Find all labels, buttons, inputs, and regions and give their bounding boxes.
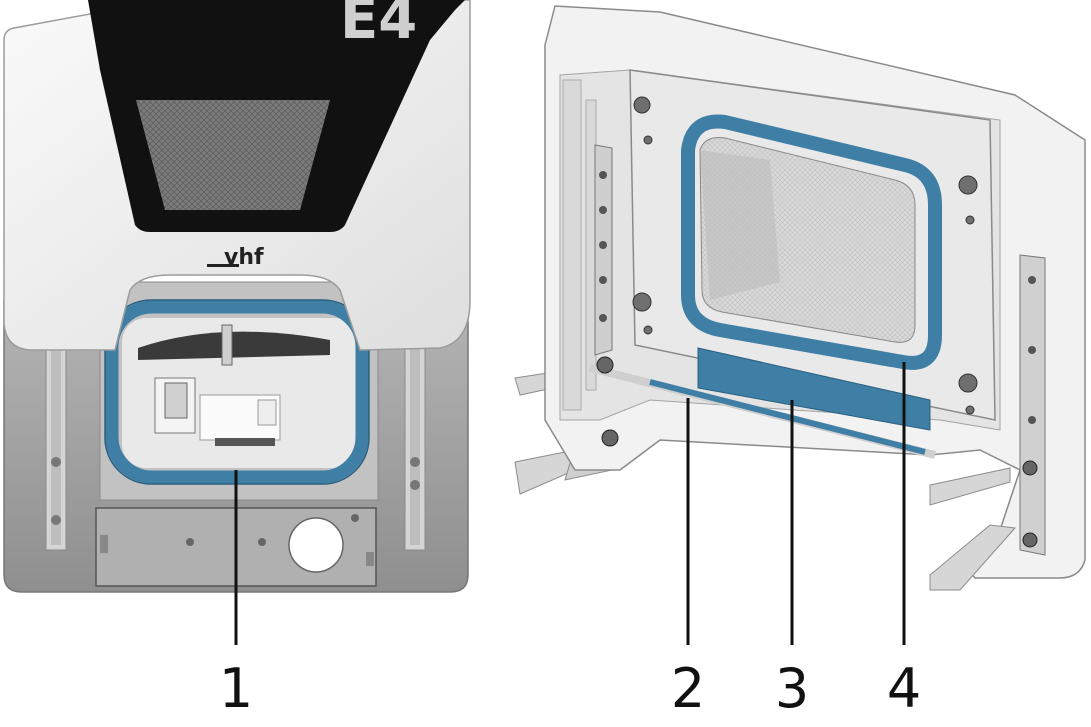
brand-logo: vhf (207, 245, 264, 270)
door-rear-view (514, 5, 1086, 591)
machine-interior (122, 318, 358, 468)
left-ribs (562, 79, 597, 411)
cable-port (288, 517, 344, 573)
right-hinge-arm (929, 467, 1011, 506)
callout-label-3: 3 (775, 657, 809, 720)
plate-bolts (632, 96, 978, 415)
left-side-rail (45, 339, 67, 551)
right-side-rail (404, 339, 426, 551)
callout-label-1: 1 (219, 657, 253, 720)
svg-text:vhf: vhf (224, 245, 264, 270)
seal-strip (697, 347, 931, 431)
model-label: E4 (340, 0, 417, 52)
callout-label-4: 4 (887, 657, 921, 720)
hinge-rod (589, 356, 936, 459)
vent-screen (136, 100, 330, 210)
callout-label-2: 2 (671, 657, 705, 720)
callout-lines (234, 362, 906, 645)
window-seal (681, 114, 942, 370)
right-mount-rail (1019, 254, 1046, 556)
left-mount-rail (594, 144, 613, 356)
